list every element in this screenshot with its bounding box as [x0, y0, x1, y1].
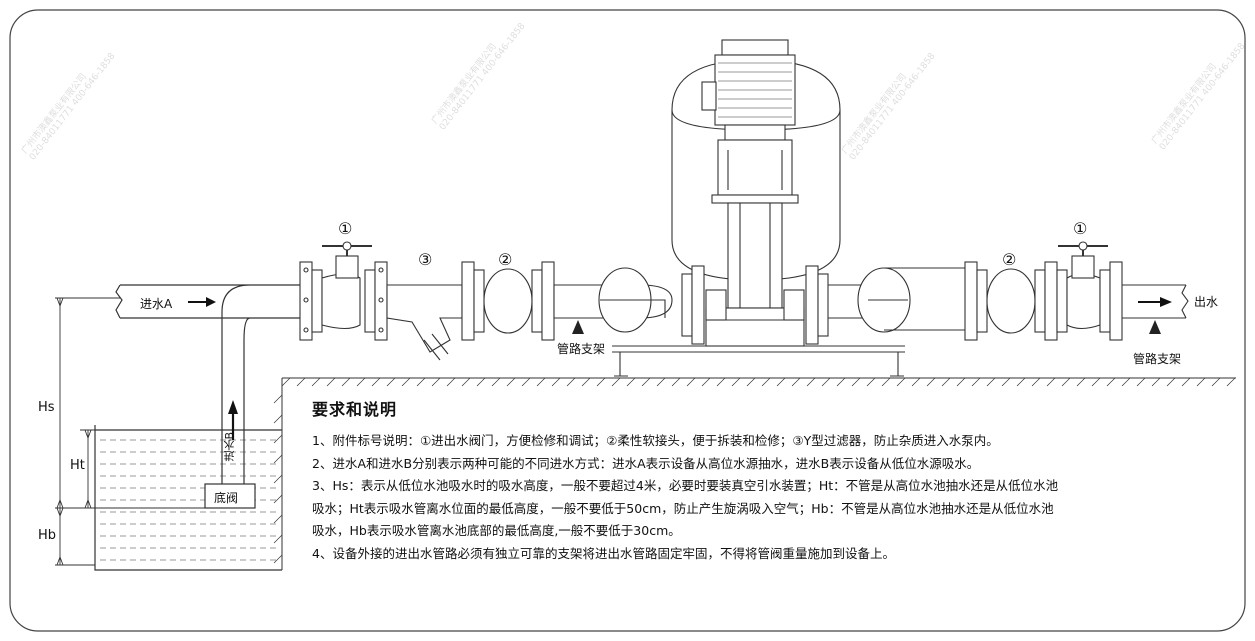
marker-1-right: ①: [1073, 219, 1088, 238]
vertical-pump: [701, 39, 805, 347]
notes-section: 要求和说明 1、附件标号说明：①进出水阀门，方便检修和调试；②柔性软接头，便于拆…: [312, 396, 1172, 565]
inlet-b-arrow-head: [228, 400, 238, 414]
note-line-4: 4、设备外接的进出水管路必须有独立可靠的支架将进出水管路固定牢固，不得将管阀重量…: [312, 545, 895, 561]
inlet-pipe: [115, 284, 300, 490]
note-line-2: 2、进水A和进水B分别表示两种可能的不同进水方式：进水A表示设备从高位水源抽水，…: [312, 455, 980, 471]
note-line-3b: 吸水；Ht表示吸水管离水位面的最低高度，一般不要低于50cm，防止产生旋涡吸入空…: [312, 500, 1054, 516]
support-left-icon: [572, 320, 584, 334]
ground: [273, 377, 1236, 570]
support-left-label: 管路支架: [557, 342, 606, 356]
flexible-joint-left: [473, 261, 555, 341]
note-line-3c: 吸水，Hb表示吸水管离水池底部的最低高度,一般不要低于30cm。: [312, 523, 681, 538]
foot-valve-label: 底阀: [214, 491, 239, 505]
suction-pipe: [553, 267, 673, 333]
dim-ht-label: Ht: [70, 458, 85, 473]
outer-border: [9, 9, 1246, 632]
y-strainer: [386, 261, 475, 361]
support-right-icon: [1149, 320, 1161, 334]
discharge-pipe: [828, 267, 965, 333]
marker-2-right: ②: [1002, 250, 1017, 269]
pump-flanges: [681, 265, 829, 345]
marker-1-left: ①: [338, 219, 353, 238]
note-line-3a: 3、Hs：表示从低位水池吸水时的吸水高度，一般不要超过4米，必要时要装真空引水装…: [312, 478, 1059, 493]
dim-hb-label: Hb: [38, 528, 57, 543]
notes-title: 要求和说明: [312, 400, 398, 419]
outlet-gate-valve: [1056, 241, 1189, 341]
water-tank: [94, 425, 282, 571]
marker-2-left: ②: [498, 250, 513, 269]
support-right-label: 管路支架: [1133, 352, 1182, 366]
inlet-a-label: 进水A: [140, 297, 173, 311]
inlet-a-arrow-head: [206, 297, 216, 307]
outlet-label: 出水: [1194, 295, 1219, 309]
outlet-arrow-head: [1160, 297, 1172, 307]
inlet-b-label: 进水B: [223, 432, 236, 462]
pump-base: [612, 345, 905, 377]
flexible-joint-right: [964, 261, 1058, 341]
dimension-lines: [55, 297, 210, 566]
note-line-1: 1、附件标号说明：①进出水阀门，方便检修和调试；②柔性软接头，便于拆装和检修；③…: [312, 433, 999, 448]
foot-valve-box: [204, 483, 256, 509]
inlet-gate-valve: [299, 241, 388, 341]
marker-3: ③: [418, 250, 433, 269]
dim-hs-label: Hs: [38, 400, 55, 415]
